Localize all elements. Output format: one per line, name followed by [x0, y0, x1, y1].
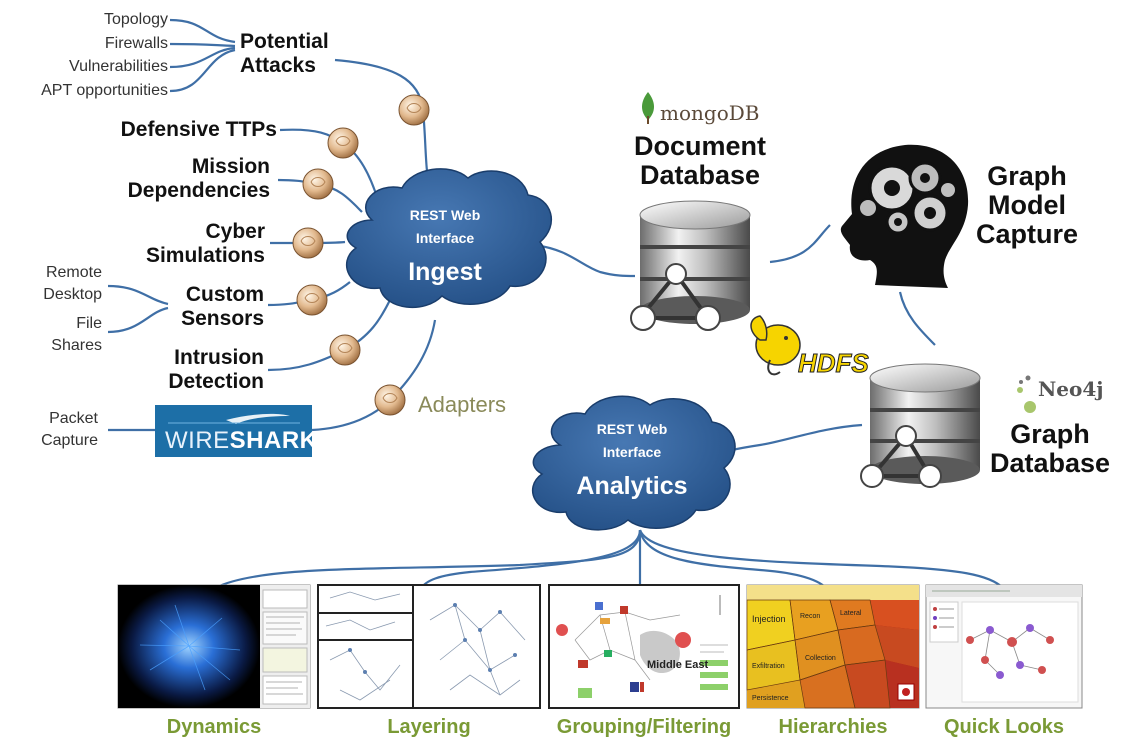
- hier-cell-1: Injection: [752, 614, 786, 624]
- packet-capture-label: Packet Capture: [41, 410, 98, 449]
- graph-model-capture-label: Graph Model Capture: [975, 161, 1078, 249]
- custom-sensors-label: Custom Sensors: [181, 283, 264, 330]
- input-firewalls: Firewalls: [104, 35, 168, 52]
- wireshark-logo: WIRESHARK: [155, 405, 318, 457]
- caption-layering: Layering: [387, 716, 471, 738]
- ingest-line1: REST Web: [410, 207, 481, 223]
- brain-gears-icon: [840, 144, 969, 288]
- analytics-line1: REST Web: [597, 421, 668, 437]
- map-label: Middle East: [647, 659, 708, 671]
- adapter-custom-icon: [296, 284, 328, 316]
- analytics-cloud: REST Web Interface Analytics: [531, 395, 736, 531]
- panel-hierarchies: Injection Recon Lateral Exfiltration Per…: [746, 584, 920, 709]
- mongodb-text: mongoDB: [660, 101, 759, 125]
- adapter-mission-icon: [302, 168, 334, 200]
- hier-cell-2: Recon: [800, 613, 820, 620]
- graph-database-icon: [860, 363, 981, 488]
- caption-dynamics: Dynamics: [166, 716, 262, 738]
- adapters-label: Adapters: [418, 392, 507, 417]
- adapter-potential-icon: [398, 94, 430, 126]
- adapter-defensive-icon: [327, 127, 359, 159]
- hier-cell-5: Persistence: [752, 695, 789, 702]
- panel-layering: [317, 584, 541, 709]
- panel-grouping: Middle East: [548, 584, 740, 709]
- ingest-cloud: REST Web Interface Ingest: [345, 168, 552, 309]
- document-database-label: Document Database: [633, 131, 766, 190]
- wireshark-part2: SHARK: [230, 427, 318, 454]
- hier-cell-4: Exfiltration: [752, 663, 785, 670]
- neo4j-text: Neo4j: [1038, 377, 1104, 401]
- intrusion-detection-label: Intrusion Detection: [168, 346, 264, 393]
- defensive-ttps-label: Defensive TTPs: [120, 118, 277, 141]
- hdfs-logo: HDFS: [750, 315, 870, 379]
- caption-grouping: Grouping/Filtering: [556, 716, 732, 738]
- wireshark-part1: WIRE: [165, 427, 230, 454]
- input-apt: APT opportunities: [41, 82, 168, 99]
- remote-desktop-label: Remote Desktop: [43, 264, 102, 303]
- cyber-simulations-label: Cyber Simulations: [145, 220, 265, 267]
- ingest-line2: Interface: [416, 230, 475, 246]
- panel-quick-looks: [925, 584, 1083, 709]
- analytics-title: Analytics: [576, 472, 687, 500]
- panel-dynamics: [117, 584, 311, 709]
- input-topology: Topology: [103, 11, 168, 28]
- document-database-icon: [630, 200, 751, 331]
- analytics-line2: Interface: [603, 444, 662, 460]
- caption-quick-looks: Quick Looks: [943, 716, 1065, 738]
- adapter-intrusion-icon: [329, 334, 361, 366]
- hier-cell-3: Lateral: [840, 610, 862, 617]
- file-shares-label: File Shares: [51, 315, 102, 354]
- adapter-wireshark-icon: [374, 384, 406, 416]
- ingest-title: Ingest: [408, 258, 482, 286]
- mongodb-logo: mongoDB: [642, 92, 759, 125]
- hdfs-text: HDFS: [798, 348, 869, 378]
- adapters: [292, 94, 430, 416]
- neo4j-logo: Neo4j: [1017, 375, 1104, 413]
- potential-attacks-label: Potential Attacks: [240, 30, 329, 77]
- graph-database-label: Graph Database: [989, 419, 1111, 478]
- svg-text:WIRESHARK: WIRESHARK: [165, 427, 318, 454]
- adapter-cyber-icon: [292, 227, 324, 259]
- mission-dependencies-label: Mission Dependencies: [127, 155, 270, 202]
- hier-cell-6: Collection: [805, 655, 836, 662]
- input-vulnerabilities: Vulnerabilities: [68, 58, 168, 75]
- caption-hierarchies: Hierarchies: [778, 716, 888, 738]
